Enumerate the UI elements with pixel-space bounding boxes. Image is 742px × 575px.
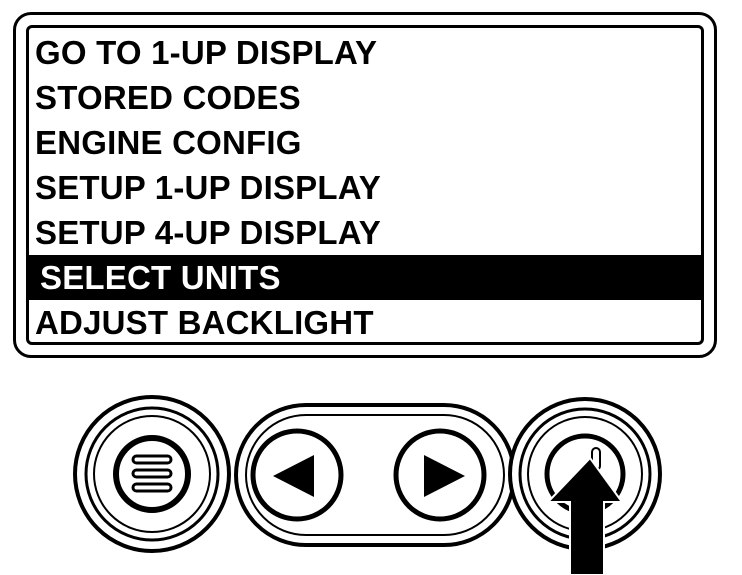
left-triangle-icon: [273, 455, 314, 497]
menu-item-setup-1-up-display[interactable]: SETUP 1-UP DISPLAY: [35, 169, 381, 206]
menu-item-select-units[interactable]: SELECT UNITS: [29, 255, 701, 300]
power-icon: [591, 447, 601, 471]
enter-button[interactable]: [508, 397, 662, 551]
menu-item-stored-codes[interactable]: STORED CODES: [35, 79, 301, 116]
left-arrow-button[interactable]: [250, 428, 344, 522]
menu-item-adjust-backlight[interactable]: ADJUST BACKLIGHT: [35, 304, 374, 341]
menu-button[interactable]: [73, 395, 231, 553]
arrow-rocker: [234, 403, 516, 547]
right-triangle-icon: [424, 455, 465, 497]
menu-item-setup-4-up-display[interactable]: SETUP 4-UP DISPLAY: [35, 214, 381, 251]
display-bezel: GO TO 1-UP DISPLAY STORED CODES ENGINE C…: [13, 12, 717, 358]
menu-item-engine-config[interactable]: ENGINE CONFIG: [35, 124, 302, 161]
main-menu: GO TO 1-UP DISPLAY STORED CODES ENGINE C…: [29, 28, 701, 342]
lcd-screen: GO TO 1-UP DISPLAY STORED CODES ENGINE C…: [26, 25, 704, 345]
menu-lines-icon: [131, 454, 173, 493]
right-arrow-button[interactable]: [393, 428, 487, 522]
up-arrow-pointer-icon: [545, 456, 624, 575]
menu-item-go-to-1-up-display[interactable]: GO TO 1-UP DISPLAY: [35, 34, 378, 71]
